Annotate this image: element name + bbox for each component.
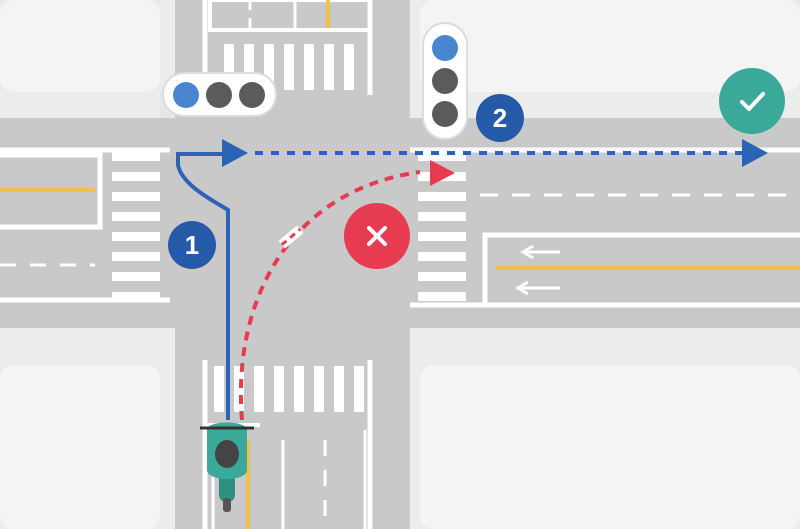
traffic-signal-far: [422, 22, 468, 140]
signal-light-off: [239, 82, 265, 108]
wrong-path: [239, 160, 455, 421]
step-2-label: 2: [493, 103, 507, 133]
lane-arrow-left: [515, 244, 560, 296]
correct-path-arrowhead-2: [742, 139, 768, 167]
wrong-path-arrowhead: [430, 160, 455, 186]
signal-light-blue: [432, 35, 458, 61]
top-road-lanes: [208, 0, 372, 32]
signal-light-off: [206, 82, 232, 108]
crosswalk-bottom: [214, 366, 364, 412]
check-icon: [740, 92, 765, 111]
cross-badge: [344, 203, 410, 269]
left-lane-box: [0, 152, 103, 267]
crosswalk-left: [112, 152, 160, 301]
path-hash-mark: [278, 225, 304, 249]
signal-light-blue: [173, 82, 199, 108]
traffic-signal-near: [162, 72, 277, 117]
correct-path: [176, 139, 768, 420]
correct-path-arrowhead-1: [222, 139, 248, 167]
cross-icon: [367, 226, 387, 246]
signal-light-off: [432, 68, 458, 94]
crosswalk-top: [224, 44, 354, 90]
step-1-label: 1: [185, 230, 199, 260]
rider-icon: [200, 422, 254, 512]
check-badge: [719, 68, 785, 134]
step-2-badge: 2: [476, 94, 524, 142]
bottom-road-lanes: [205, 423, 367, 529]
right-lanes: [480, 193, 800, 308]
step-1-badge: 1: [168, 221, 216, 269]
signal-light-off: [432, 101, 458, 127]
